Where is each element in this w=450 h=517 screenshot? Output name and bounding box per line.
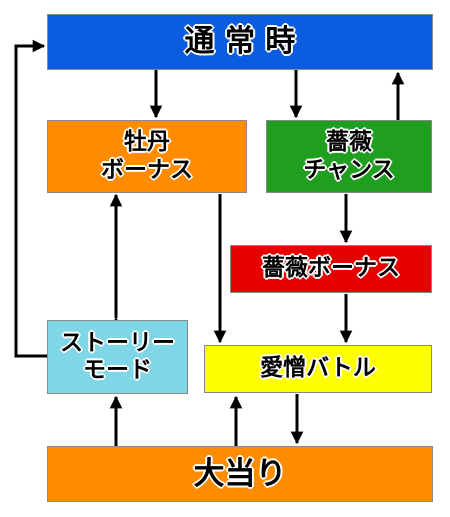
node-story-mode: ストーリー モード <box>47 320 188 394</box>
node-love-hate-battle-label: 愛憎バトル <box>260 355 376 382</box>
node-botan-bonus-label-1: 牡丹 <box>124 129 170 156</box>
node-jackpot-label: 大当り <box>193 455 287 492</box>
node-bara-bonus: 薔薇ボーナス <box>230 245 432 293</box>
node-story-mode-label-2: モード <box>83 357 152 383</box>
node-normal-time: 通 常 時 <box>47 14 433 70</box>
node-love-hate-battle: 愛憎バトル <box>204 345 432 393</box>
node-bara-bonus-label: 薔薇ボーナス <box>262 255 400 282</box>
node-normal-time-label: 通 常 時 <box>184 24 296 60</box>
node-bara-chance: 薔薇 チャンス <box>266 120 432 193</box>
node-bara-chance-label-2: チャンス <box>303 156 395 183</box>
node-jackpot: 大当り <box>47 446 433 502</box>
node-bara-chance-label-1: 薔薇 <box>326 129 372 156</box>
node-story-mode-label-1: ストーリー <box>60 329 175 356</box>
node-botan-bonus: 牡丹 ボーナス <box>47 120 247 193</box>
node-botan-bonus-label-2: ボーナス <box>101 156 193 183</box>
arrow-story-to-normal <box>14 39 47 358</box>
